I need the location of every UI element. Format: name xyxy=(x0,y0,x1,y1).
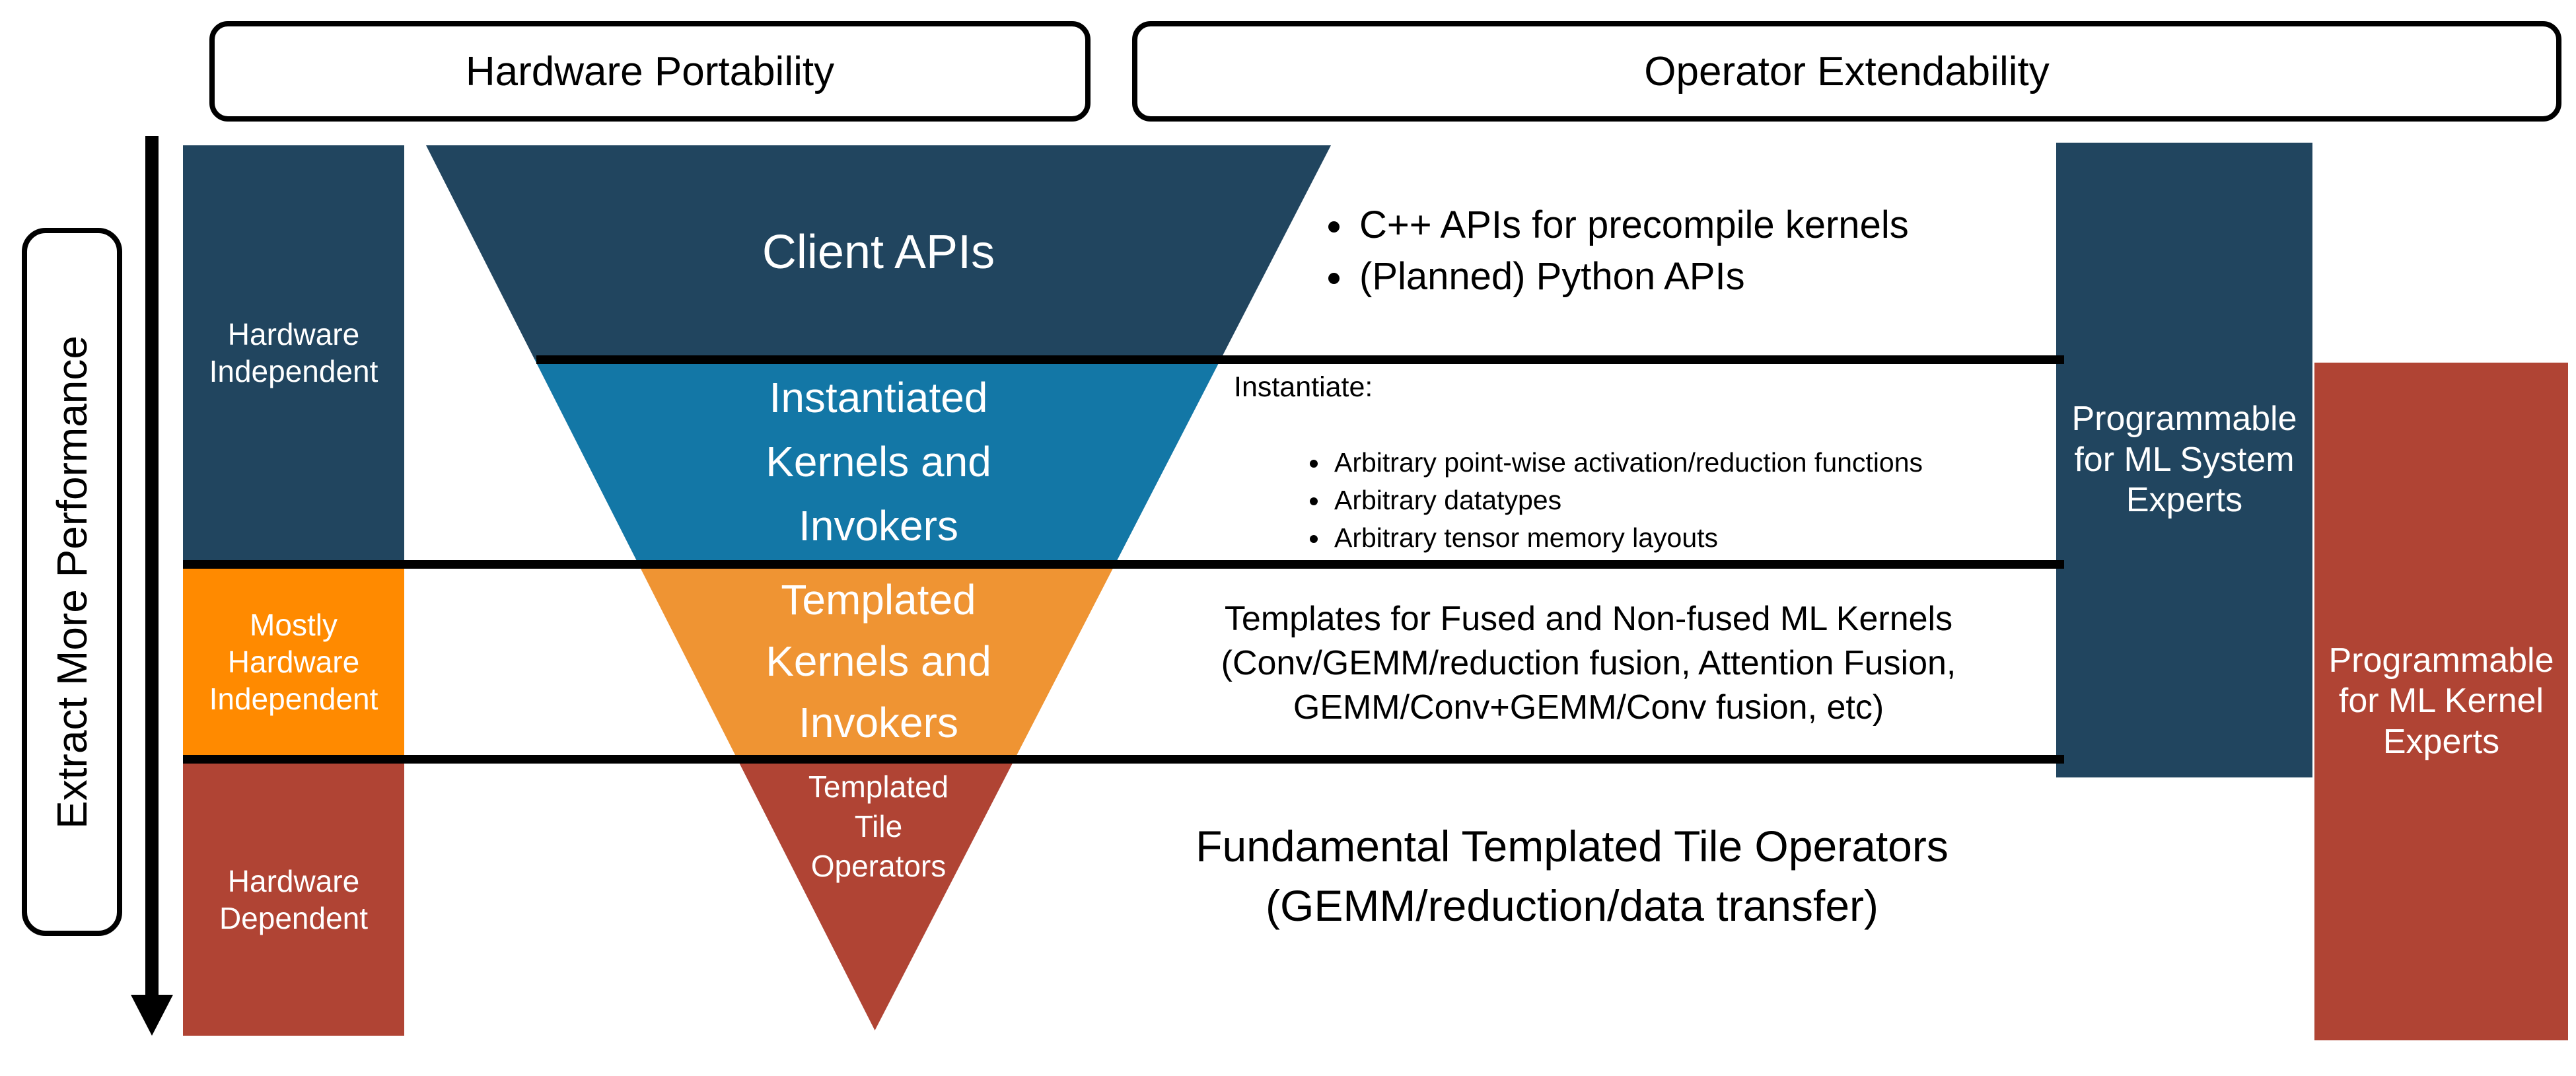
hardware-independent-label: Hardware Independent xyxy=(209,316,378,388)
bullet-datatypes: Arbitrary datatypes xyxy=(1330,482,2189,519)
hardware-portability-box: Hardware Portability xyxy=(209,21,1091,122)
operator-extendability-label: Operator Extendability xyxy=(1644,48,2050,94)
fundamental-description: Fundamental Templated Tile Operators (GE… xyxy=(1196,822,1949,930)
templated-tile-operators-label: Templated Tile Operators xyxy=(808,770,949,883)
programmable-ml-kernel-block: Programmable for ML Kernel Experts xyxy=(2314,363,2568,1040)
hardware-dependent-label: Hardware Dependent xyxy=(219,863,369,935)
operator-extendability-box: Operator Extendability xyxy=(1132,21,2561,122)
templated-kernels-label: Templated Kernels and Invokers xyxy=(766,576,991,746)
separator-line-3 xyxy=(183,755,2064,764)
bullet-pointwise: Arbitrary point-wise activation/reductio… xyxy=(1330,444,2189,482)
performance-arrow-icon xyxy=(131,136,173,1036)
mostly-hardware-independent-block: Mostly Hardware Independent xyxy=(183,569,404,755)
bullet-tensor-layouts: Arbitrary tensor memory layouts xyxy=(1330,519,2189,557)
mostly-hardware-independent-label: Mostly Hardware Independent xyxy=(209,607,378,717)
instantiated-kernels-label: Instantiated Kernels and Invokers xyxy=(766,373,991,550)
bullet-cpp-apis: C++ APIs for precompile kernels xyxy=(1355,199,2148,251)
separator-line-1 xyxy=(536,355,2064,364)
hardware-independent-block: Hardware Independent xyxy=(183,145,404,560)
instantiate-bullet-list: Arbitrary point-wise activation/reductio… xyxy=(1296,444,2189,557)
hardware-dependent-block: Hardware Dependent xyxy=(183,764,404,1036)
bullet-python-apis: (Planned) Python APIs xyxy=(1355,251,2148,303)
client-apis-label: Client APIs xyxy=(762,226,995,279)
programmable-ml-system-label: Programmable for ML System Experts xyxy=(2071,400,2297,520)
programmable-ml-system-block: Programmable for ML System Experts xyxy=(2056,143,2312,777)
extract-performance-label: Extract More Performance xyxy=(48,335,96,829)
funnel-layer-instantiated-kernels: Instantiated Kernels and Invokers xyxy=(426,359,1331,564)
templates-description: Templates for Fused and Non-fused ML Ker… xyxy=(1221,600,1956,727)
instantiate-heading: Instantiate: xyxy=(1234,371,1373,403)
client-api-bullet-list: C++ APIs for precompile kernels (Planned… xyxy=(1321,199,2148,303)
separator-line-2 xyxy=(183,560,2064,569)
programmable-ml-kernel-label: Programmable for ML Kernel Experts xyxy=(2328,641,2554,761)
extract-performance-box: Extract More Performance xyxy=(22,228,122,936)
hardware-portability-label: Hardware Portability xyxy=(465,48,835,94)
funnel-layer-client-apis: Client APIs xyxy=(426,145,1331,359)
